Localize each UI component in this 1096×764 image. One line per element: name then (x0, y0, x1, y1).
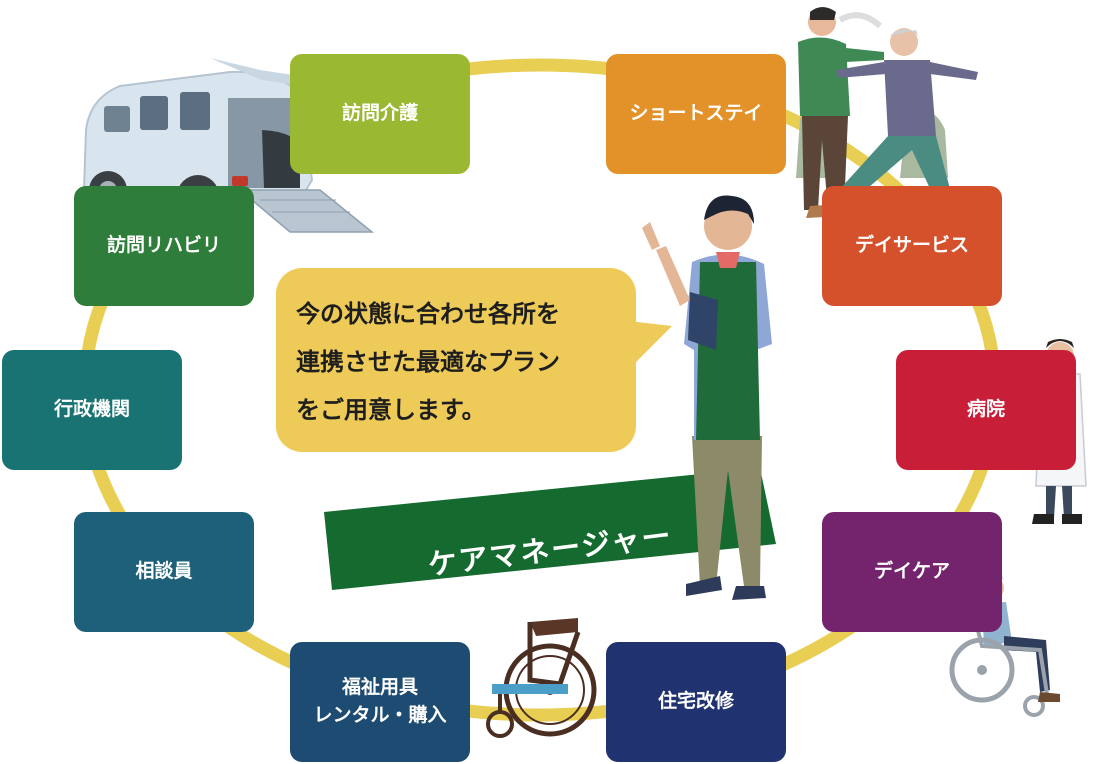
speech-line: をご用意します。 (296, 396, 486, 424)
service-box-label: 訪問介護 (342, 100, 418, 128)
service-box-label: 福祉用具 レンタル・購入 (313, 674, 446, 729)
service-box-home-rehab: 訪問リハビリ (74, 186, 254, 306)
service-box-label: ショートステイ (629, 100, 762, 128)
service-box-label: 病院 (967, 396, 1005, 424)
service-label-line: 相談員 (135, 560, 193, 583)
service-box-home-renovation: 住宅改修 (606, 642, 786, 762)
service-label-line: レンタル・購入 (313, 704, 447, 726)
service-label-line: ショートステイ (629, 102, 763, 125)
service-box-label: 住宅改修 (658, 688, 734, 716)
service-label-line: 福祉用具 (341, 676, 418, 699)
service-box-label: デイサービス (855, 232, 969, 260)
service-box-shortstay: ショートステイ (606, 54, 786, 174)
service-box-label: 相談員 (135, 558, 192, 586)
care-manager-banner (324, 468, 776, 590)
service-label-line: 病院 (966, 398, 1005, 421)
service-box-label: 訪問リハビリ (107, 232, 221, 260)
service-box-label: デイケア (874, 558, 950, 586)
care-manager-icon (642, 195, 772, 600)
service-box-hospital: 病院 (896, 350, 1076, 470)
speech-line: 今の状態に合わせ各所を (296, 300, 560, 328)
speech-bubble-text: 今の状態に合わせ各所を 連携させた最適なプラン をご用意します。 (296, 290, 626, 434)
service-label-line: デイケア (873, 560, 950, 583)
speech-line: 連携させた最適なプラン (296, 348, 560, 376)
service-box-label: 行政機関 (54, 396, 130, 424)
service-box-welfare-equipment: 福祉用具 レンタル・購入 (290, 642, 470, 762)
speech-bubble (276, 268, 636, 452)
service-box-dayservice: デイサービス (822, 186, 1002, 306)
wheelchair-icon (486, 618, 597, 738)
service-box-daycare: デイケア (822, 512, 1002, 632)
service-label-line: 住宅改修 (657, 690, 734, 713)
service-box-homecare: 訪問介護 (290, 54, 470, 174)
service-label-line: 行政機関 (53, 398, 130, 421)
service-label-line: 訪問介護 (341, 102, 418, 125)
service-label-line: 訪問リハビリ (106, 234, 221, 257)
service-label-line: デイサービス (854, 234, 969, 257)
service-box-counselor: 相談員 (74, 512, 254, 632)
service-box-government: 行政機関 (2, 350, 182, 470)
